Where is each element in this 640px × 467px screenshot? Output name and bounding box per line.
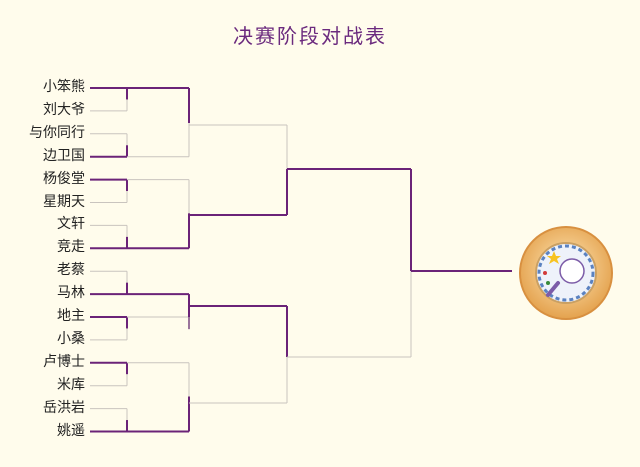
player-name: 姚遥 [57,422,85,439]
player-name: 地主 [57,308,85,324]
player-name: 杨俊堂 [43,170,85,187]
player-name: 卢博士 [43,353,85,370]
player-name: 刘大爷 [43,101,85,118]
player-name: 竞走 [57,239,85,256]
player-name: 老蔡 [57,262,85,279]
player-name: 与你同行 [29,124,85,141]
player-name: 小笨熊 [43,79,85,95]
player-name: 马林 [57,285,85,302]
player-name: 岳洪岩 [43,399,85,416]
page-title: 决赛阶段对战表 [233,24,387,48]
player-name: 星期天 [43,193,85,210]
player-name: 边卫国 [43,147,85,164]
tournament-emblem-icon [519,226,613,320]
player-name: 米库 [57,376,85,393]
player-name: 文轩 [57,216,85,233]
player-name: 小桑 [57,330,85,347]
